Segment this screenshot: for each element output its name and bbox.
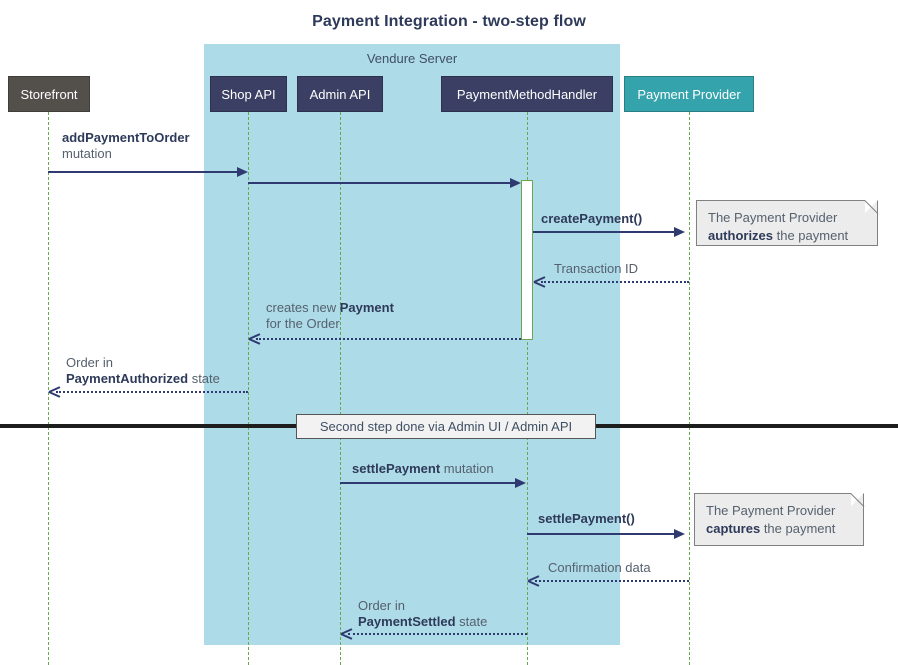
message-text: Payment: [339, 300, 394, 315]
message-label-order-payment-settled: Order in PaymentSettled state: [358, 598, 487, 630]
message-text: PaymentAuthorized: [66, 371, 189, 386]
lifeline-admin-api: [340, 112, 341, 665]
divider-box: Second step done via Admin UI / Admin AP…: [296, 414, 596, 439]
divider-label: Second step done via Admin UI / Admin AP…: [319, 419, 573, 434]
activation-bar-handler: [521, 180, 533, 340]
participant-label: Shop API: [221, 86, 276, 102]
message-text: createPayment(): [541, 211, 643, 226]
message-arrow-creates-new-payment: [256, 338, 521, 340]
arrowhead-left-open-icon: [534, 276, 545, 287]
message-label-confirmation-data: Confirmation data: [548, 560, 651, 576]
arrowhead-left-open-icon: [341, 628, 352, 639]
message-text: mutation: [440, 461, 494, 476]
arrowhead-right-icon: [674, 227, 685, 237]
arrowhead-right-icon: [674, 529, 685, 539]
message-text: Confirmation data: [548, 560, 651, 575]
participant-shop-api[interactable]: Shop API: [210, 76, 287, 112]
message-arrow-create-payment: [533, 231, 675, 233]
arrowhead-left-open-icon: [249, 333, 260, 344]
arrowhead-right-icon: [515, 478, 526, 488]
lifeline-handler: [527, 112, 528, 665]
participant-label: Payment Provider: [637, 86, 741, 102]
message-arrow-order-payment-settled: [348, 633, 527, 635]
arrowhead-right-icon: [510, 178, 521, 188]
note-text: the payment: [760, 521, 836, 536]
message-arrow-settle-payment-mutation: [340, 482, 516, 484]
note-text: authorizes: [708, 228, 774, 243]
participant-label: Storefront: [20, 86, 78, 102]
message-text: for the Order: [266, 316, 340, 331]
message-label-creates-new-payment: creates new Payment for the Order: [266, 300, 394, 332]
arrowhead-left-open-icon: [528, 575, 539, 586]
note-text: the payment: [773, 228, 849, 243]
participant-payment-method-handler[interactable]: PaymentMethodHandler: [441, 76, 613, 112]
message-arrow-order-payment-authorized: [56, 391, 248, 393]
message-arrow-shop-api-to-handler: [248, 182, 511, 184]
participant-payment-provider[interactable]: Payment Provider: [624, 76, 754, 112]
note-text: captures: [706, 521, 761, 536]
note-text: The Payment Provider: [708, 210, 838, 225]
note-authorizes: The Payment Provider authorizes the paym…: [696, 200, 878, 246]
message-text: creates new: [266, 300, 340, 315]
message-arrow-confirmation-data: [535, 580, 689, 582]
page-title: Payment Integration - two-step flow: [312, 13, 586, 30]
message-text: PaymentSettled: [358, 614, 456, 629]
message-label-settle-payment-call: settlePayment(): [538, 511, 635, 527]
message-text: Transaction ID: [554, 261, 639, 276]
message-arrow-add-payment-to-order: [48, 171, 238, 173]
message-text: settlePayment: [352, 461, 441, 476]
note-text: The Payment Provider: [706, 503, 836, 518]
message-label-add-payment-to-order: addPaymentToOrder mutation: [62, 130, 190, 162]
message-arrow-settle-payment-call: [527, 533, 675, 535]
message-text: state: [455, 614, 488, 629]
message-label-transaction-id: Transaction ID: [554, 261, 638, 277]
message-text: Order in: [358, 598, 405, 613]
group-box-vendure-server: [204, 44, 620, 645]
message-text: mutation: [62, 146, 112, 161]
participant-label: Admin API: [309, 86, 371, 102]
note-captures: The Payment Provider captures the paymen…: [694, 493, 864, 546]
arrowhead-right-icon: [237, 167, 248, 177]
message-arrow-transaction-id: [541, 281, 689, 283]
message-label-create-payment: createPayment(): [541, 211, 642, 227]
participant-label: PaymentMethodHandler: [456, 86, 598, 102]
group-label: Vendure Server: [366, 51, 458, 66]
arrowhead-left-open-icon: [49, 386, 60, 397]
message-text: addPaymentToOrder: [62, 130, 190, 145]
participant-storefront[interactable]: Storefront: [8, 76, 90, 112]
message-label-settle-payment-mutation: settlePayment mutation: [352, 461, 494, 477]
message-text: Order in: [66, 355, 113, 370]
lifeline-shop-api: [248, 112, 249, 665]
message-label-order-payment-authorized: Order in PaymentAuthorized state: [66, 355, 220, 387]
lifeline-provider: [689, 112, 690, 665]
message-text: state: [188, 371, 220, 386]
message-text: settlePayment(): [538, 511, 635, 526]
participant-admin-api[interactable]: Admin API: [297, 76, 383, 112]
